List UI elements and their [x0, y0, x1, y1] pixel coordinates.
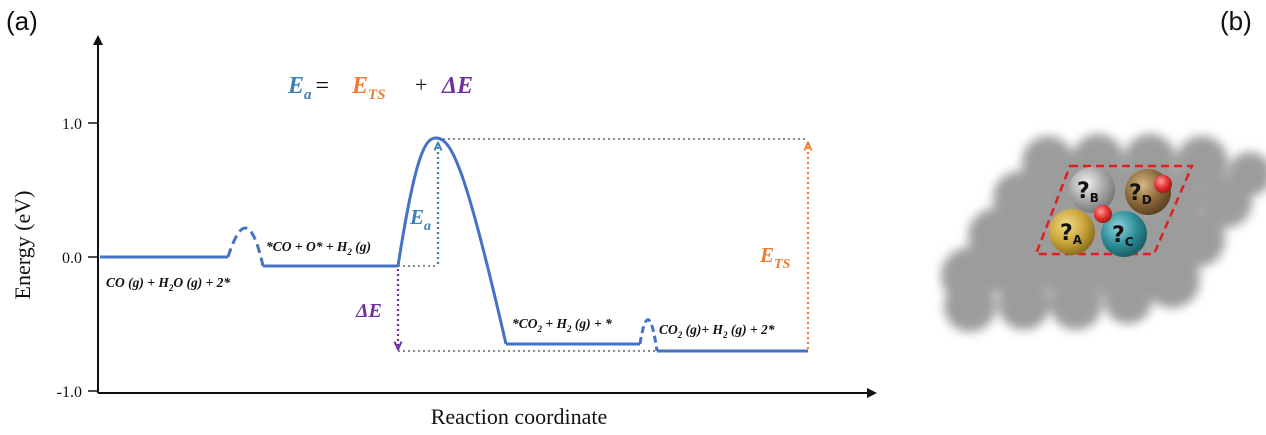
site-a-label: ?A — [1060, 221, 1083, 247]
axes: 1.0 0.0 -1.0 Energy (eV) Reaction coordi… — [10, 35, 877, 429]
ea-label-symbol: E — [409, 205, 424, 229]
oxygen-adsorbate-atom — [1094, 205, 1112, 223]
eq-ets-symbol: E — [351, 73, 368, 99]
ets-label-subscript: TS — [774, 257, 791, 272]
panel-a-label: (a) — [6, 6, 38, 36]
ea-label: Ea — [409, 205, 431, 234]
y-axis-title: Energy (eV) — [10, 191, 35, 300]
unit-cell-outline — [1034, 164, 1194, 256]
panel-b-label: (b) — [1220, 6, 1252, 36]
y-tick-label: -1.0 — [57, 384, 82, 401]
ea-label-subscript: a — [424, 219, 431, 234]
reaction-pathway — [100, 136, 808, 353]
site-d-label: ?D — [1129, 181, 1152, 207]
site-c-label: ?C — [1112, 223, 1134, 249]
ets-label-symbol: E — [759, 243, 774, 267]
delta-e-label: ΔE — [355, 300, 382, 322]
site-b-atom — [1069, 167, 1115, 213]
barrier-main — [396, 136, 508, 345]
ets-label: ETS — [759, 243, 791, 272]
eq-plus: + — [415, 72, 427, 97]
eq-ea-subscript: a — [304, 87, 312, 103]
eq-delta-e: ΔE — [441, 73, 473, 99]
eq-equals: = — [316, 73, 330, 99]
site-a-atom — [1049, 209, 1095, 255]
eq-ea-symbol: E — [287, 73, 304, 99]
state-co2-ads-label: *CO2 + H2 (g) + * — [512, 316, 612, 334]
y-tick-label: 1.0 — [62, 116, 82, 133]
activation-equation: Ea= ETS + ΔE — [287, 72, 473, 103]
site-c-atom — [1101, 211, 1147, 257]
eq-ets-subscript: TS — [368, 87, 386, 103]
x-axis-title: Reaction coordinate — [431, 404, 608, 429]
state-initial-label: CO (g) + H2O (g) + 2* — [106, 275, 230, 293]
site-b-label: ?B — [1077, 179, 1099, 205]
barrier-1 — [226, 226, 265, 267]
oxygen-adsorbate-atom — [1154, 175, 1172, 193]
barrier-3 — [638, 318, 659, 352]
active-sites — [1049, 167, 1172, 257]
state-co-o-label: *CO + O* + H2 (g) — [266, 239, 371, 257]
svg-text:ETS: ETS — [351, 73, 386, 103]
y-tick-label: 0.0 — [62, 250, 82, 267]
state-final-label: CO2 (g)+ H2 (g) + 2* — [659, 322, 775, 340]
svg-text:Ea=: Ea= — [287, 73, 329, 103]
